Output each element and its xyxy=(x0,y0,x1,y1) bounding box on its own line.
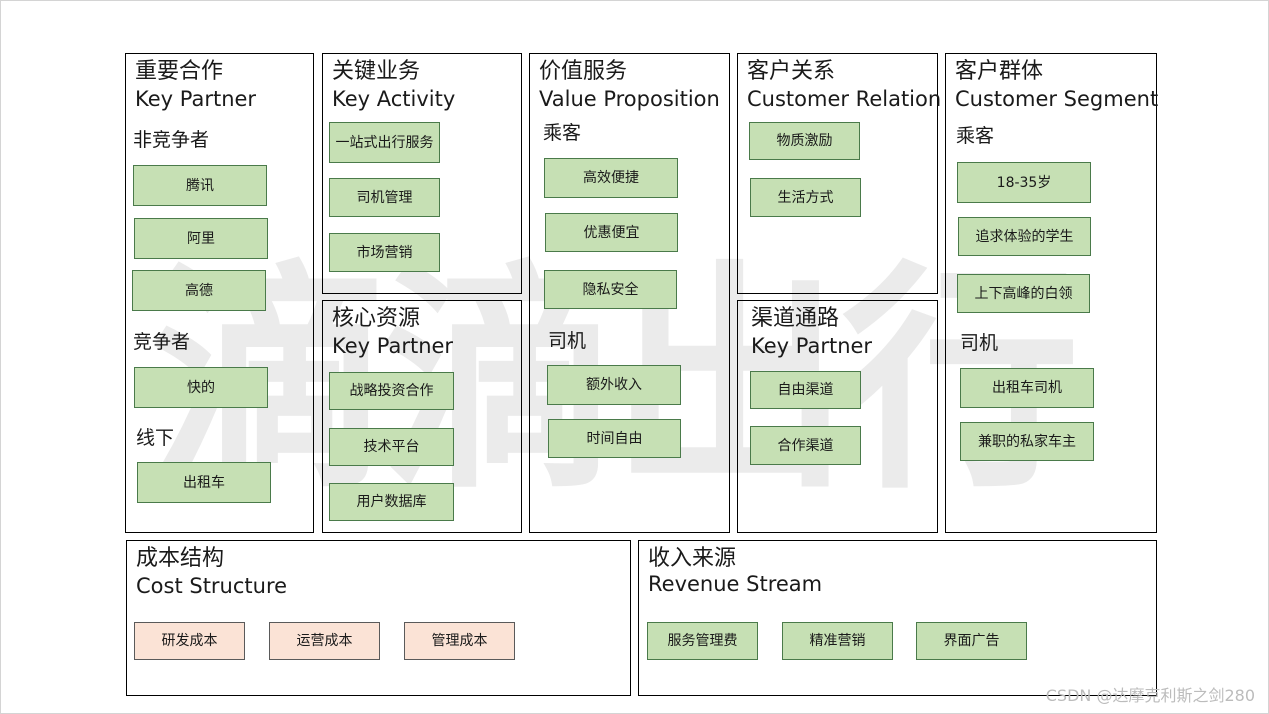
tag-extra-income: 额外收入 xyxy=(547,365,681,405)
tag-taxi-drivers: 出租车司机 xyxy=(960,368,1094,408)
tag-alibaba: 阿里 xyxy=(134,218,268,259)
panel-title: 关键业务 xyxy=(332,59,421,84)
group-label-passenger: 乘客 xyxy=(956,125,995,147)
group-label-passenger: 乘客 xyxy=(543,122,582,144)
tag-lifestyle: 生活方式 xyxy=(750,178,861,217)
tag-privacy-safety: 隐私安全 xyxy=(544,270,677,309)
panel-title: 客户群体 xyxy=(955,59,1044,84)
group-label-driver: 司机 xyxy=(960,332,999,354)
tag-interface-ads: 界面广告 xyxy=(916,622,1027,660)
panel-title: 重要合作 xyxy=(135,59,224,84)
tag-one-stop-travel: 一站式出行服务 xyxy=(329,122,440,163)
tag-amap: 高德 xyxy=(132,270,266,311)
panel-subtitle: Customer Relation xyxy=(747,87,942,111)
tag-material-incentive: 物质激励 xyxy=(749,122,860,160)
panel-title: 收入来源 xyxy=(648,546,737,571)
tag-management-cost: 管理成本 xyxy=(404,622,515,660)
panel-title: 核心资源 xyxy=(332,306,421,331)
panel-channels: 渠道通路 Key Partner xyxy=(737,300,938,533)
panel-subtitle: Value Proposition xyxy=(539,87,720,111)
tag-own-channel: 自由渠道 xyxy=(750,371,861,409)
tag-time-freedom: 时间自由 xyxy=(548,419,681,458)
panel-title: 价值服务 xyxy=(539,59,628,84)
panel-key-resource: 核心资源 Key Partner xyxy=(322,300,522,533)
tag-tencent: 腾讯 xyxy=(133,165,267,206)
panel-subtitle: Key Partner xyxy=(332,334,454,358)
tag-taxi: 出租车 xyxy=(137,462,271,503)
panel-customer-relation: 客户关系 Customer Relation xyxy=(737,53,942,294)
group-label-offline: 线下 xyxy=(136,427,175,449)
tag-cheap: 优惠便宜 xyxy=(545,213,678,252)
panel-subtitle: Customer Segment xyxy=(955,87,1159,111)
tag-operating-cost: 运营成本 xyxy=(269,622,380,660)
tag-experience-students: 追求体验的学生 xyxy=(958,217,1091,256)
panel-customer-segment: 客户群体 Customer Segment xyxy=(945,53,1159,533)
panel-subtitle: Key Partner xyxy=(135,87,257,111)
source-credit: CSDN @达摩克利斯之剑280 xyxy=(1045,686,1255,705)
group-label-non-competitors: 非竞争者 xyxy=(133,129,210,151)
panel-subtitle: Key Partner xyxy=(751,334,873,358)
panel-cost-structure: 成本结构 Cost Structure xyxy=(126,540,631,696)
panel-subtitle: Cost Structure xyxy=(136,574,288,598)
panel-subtitle: Revenue Stream xyxy=(648,572,823,596)
tag-driver-management: 司机管理 xyxy=(329,178,440,217)
panel-title: 渠道通路 xyxy=(751,306,840,331)
panel-title: 客户关系 xyxy=(747,59,836,84)
tag-partner-channel: 合作渠道 xyxy=(750,426,861,465)
tag-kuaidi: 快的 xyxy=(134,367,268,408)
panel-revenue-stream: 收入来源 Revenue Stream xyxy=(638,540,1157,696)
panel-title: 成本结构 xyxy=(136,546,225,571)
panel-key-activity: 关键业务 Key Activity xyxy=(322,53,522,294)
tag-service-fee: 服务管理费 xyxy=(647,622,758,660)
group-label-competitors: 竞争者 xyxy=(133,331,191,353)
tag-marketing: 市场营销 xyxy=(329,233,440,272)
tag-part-time-car-owners: 兼职的私家车主 xyxy=(960,422,1094,461)
tag-efficient: 高效便捷 xyxy=(544,158,678,198)
tag-strategic-investment: 战略投资合作 xyxy=(329,372,454,410)
panel-value-proposition: 价值服务 Value Proposition xyxy=(529,53,730,533)
tag-precision-marketing: 精准营销 xyxy=(782,622,893,660)
tag-commuters: 上下高峰的白领 xyxy=(957,274,1090,313)
tag-rd-cost: 研发成本 xyxy=(134,622,245,660)
panel-key-partner: 重要合作 Key Partner xyxy=(125,53,314,533)
panel-subtitle: Key Activity xyxy=(332,87,456,111)
tag-age-18-35: 18-35岁 xyxy=(957,162,1091,203)
tag-user-database: 用户数据库 xyxy=(329,483,454,521)
group-label-driver: 司机 xyxy=(548,330,587,352)
tag-tech-platform: 技术平台 xyxy=(329,428,454,466)
